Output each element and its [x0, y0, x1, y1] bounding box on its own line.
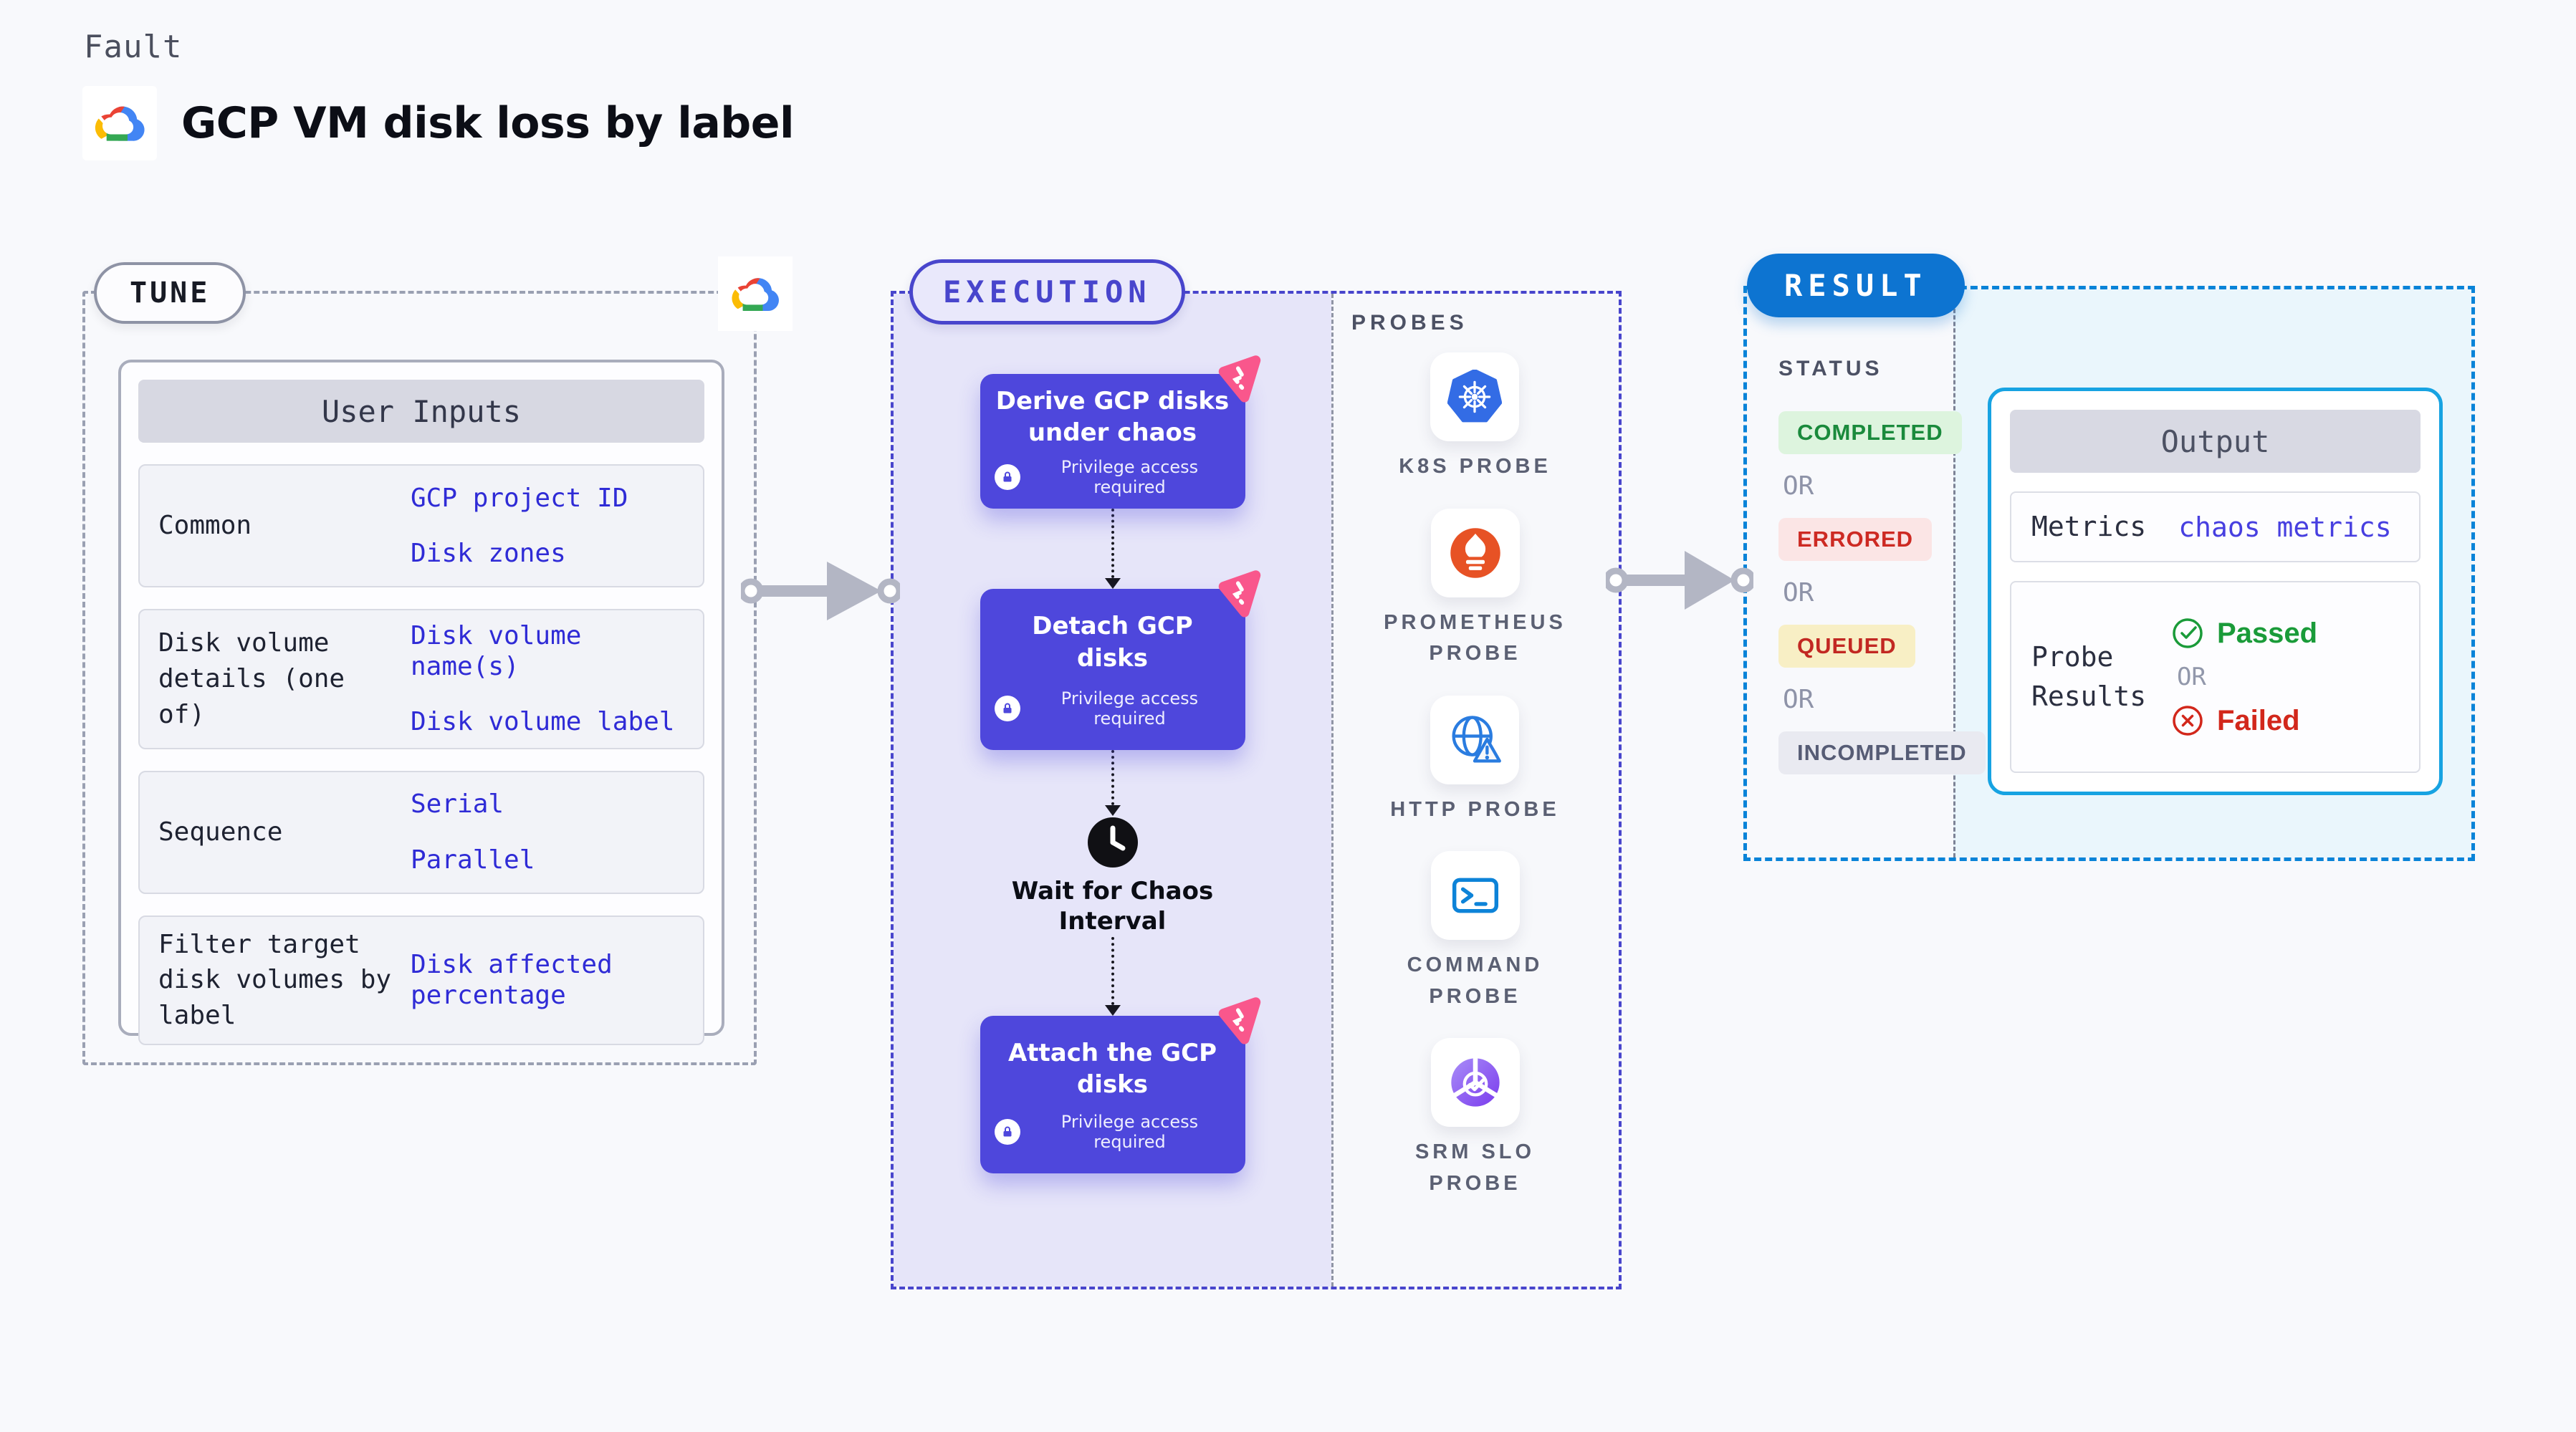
command-terminal-icon [1430, 851, 1520, 940]
user-inputs-header: User Inputs [138, 380, 704, 443]
user-input-row-sequence: Sequence Serial Parallel [138, 770, 704, 894]
probes-column: PROBES [1331, 294, 1619, 1287]
output-header: Output [2010, 410, 2421, 473]
user-input-row-common: Common GCP project ID Disk zones [138, 464, 704, 587]
status-badge-errored: ERRORED [1778, 518, 1933, 561]
privilege-label: Privilege access required [1060, 1112, 1199, 1153]
flow-step-derive-disks: Derive GCP disks under chaos Privilege a… [980, 355, 1260, 509]
status-badge-queued: QUEUED [1778, 625, 1915, 668]
row-label: Sequence [158, 817, 283, 847]
flow-connector [1104, 509, 1121, 590]
clock-icon [1087, 817, 1138, 868]
wait-step: Wait for Chaos Interval [1005, 816, 1220, 937]
or-label: OR [1783, 578, 1814, 607]
flow-step-title: Attach the GCP disks [1007, 1038, 1217, 1099]
probe-item-k8s: K8S PROBE [1399, 352, 1551, 483]
status-badge-completed: COMPLETED [1778, 411, 1962, 454]
chaos-experiment-icon [1214, 996, 1265, 1047]
metrics-value: chaos metrics [2178, 511, 2392, 543]
user-inputs-card: User Inputs Common GCP project ID Disk z… [118, 360, 724, 1045]
status-title: STATUS [1778, 357, 1883, 380]
status-column: STATUS COMPLETED OR ERRORED OR QUEUED OR… [1747, 289, 1986, 774]
failed-line: Failed [2171, 704, 2300, 737]
execution-flow-column: Derive GCP disks under chaos Privilege a… [894, 294, 1331, 1174]
wait-label: Wait for Chaos Interval [1011, 876, 1214, 936]
gcp-cloud-corner-icon [718, 256, 793, 331]
flow-step-title: Detach GCP disks [1032, 612, 1193, 673]
row-value: Disk affected percentage [411, 949, 613, 1011]
failed-label: Failed [2216, 704, 2300, 736]
result-panel: RESULT STATUS COMPLETED OR ERRORED OR QU… [1743, 254, 2475, 861]
gcp-cloud-icon [82, 86, 157, 160]
row-value: Parallel [411, 845, 535, 875]
status-output-divider [1953, 289, 1955, 857]
result-pill: RESULT [1747, 254, 1965, 317]
probe-item-http: HTTP PROBE [1390, 695, 1560, 826]
output-card: Output Metrics chaos metrics Probe Resul… [1988, 388, 2443, 796]
chaos-experiment-icon [1214, 354, 1265, 405]
x-circle-icon [2173, 706, 2203, 736]
check-circle-icon [2173, 618, 2203, 648]
row-label: Disk volume details (one of) [158, 628, 345, 729]
probe-label: K8S PROBE [1399, 455, 1551, 478]
tune-to-execution-arrow [741, 562, 900, 620]
probe-label: PROMETHEUS PROBE [1384, 610, 1566, 665]
metrics-row: Metrics chaos metrics [2010, 491, 2421, 563]
privilege-label: Privilege access required [1060, 688, 1199, 729]
probe-results-label: Probe Results [2031, 641, 2147, 713]
passed-label: Passed [2216, 617, 2318, 649]
row-label: Common [158, 511, 252, 541]
probe-label: SRM SLO PROBE [1414, 1140, 1536, 1195]
lock-icon [994, 695, 1020, 721]
row-value: Disk volume label [411, 707, 675, 737]
flow-connector [1104, 936, 1121, 1016]
probe-label: HTTP PROBE [1390, 797, 1560, 821]
execution-panel: EXECUTION Derive GCP disks under chaos [891, 259, 1622, 1289]
probes-title: PROBES [1351, 311, 1468, 335]
page-title: GCP VM disk loss by label [181, 98, 795, 148]
probe-item-command: COMMAND PROBE [1373, 851, 1577, 1012]
kubernetes-icon [1430, 352, 1520, 441]
row-label: Filter target disk volumes by label [158, 929, 392, 1030]
row-value: Serial [411, 789, 504, 820]
lock-icon [994, 1119, 1020, 1145]
flow-step-attach-disks: Attach the GCP disks Privilege access re… [980, 997, 1260, 1174]
or-label: OR [1783, 685, 1814, 714]
row-value: Disk volume name(s) [411, 621, 582, 682]
prometheus-icon [1430, 508, 1520, 597]
status-badge-incompleted: INCOMPLETED [1778, 731, 1986, 774]
or-label: OR [1783, 471, 1814, 501]
flow-connector [1104, 749, 1121, 816]
tune-panel: TUNE User Inputs Common GCP project ID [82, 256, 793, 1065]
probe-item-prometheus: PROMETHEUS PROBE [1373, 508, 1577, 670]
user-input-row-disk-volume: Disk volume details (one of) Disk volume… [138, 609, 704, 749]
metrics-label: Metrics [2031, 511, 2147, 542]
row-value: Disk zones [411, 539, 566, 568]
or-label: OR [2176, 663, 2206, 692]
probe-results-row: Probe Results Passed OR [2010, 581, 2421, 774]
execution-to-result-arrow [1606, 551, 1753, 610]
http-globe-icon [1430, 695, 1520, 784]
fault-eyebrow: Fault [84, 29, 183, 65]
probe-label: COMMAND PROBE [1407, 953, 1543, 1008]
probe-item-srm-slo: SRM SLO PROBE [1373, 1038, 1577, 1199]
chaos-experiment-icon [1214, 569, 1265, 620]
lock-icon [994, 464, 1020, 491]
privilege-label: Privilege access required [1060, 457, 1199, 498]
tune-pill: TUNE [94, 262, 246, 324]
srm-slo-icon [1430, 1038, 1520, 1127]
row-value: GCP project ID [411, 483, 628, 513]
execution-pill: EXECUTION [909, 259, 1185, 325]
execution-probes-divider [1331, 294, 1334, 1287]
flow-step-title: Derive GCP disks under chaos [995, 387, 1230, 448]
title-row: GCP VM disk loss by label [82, 86, 795, 160]
passed-line: Passed [2171, 617, 2317, 650]
user-input-row-filter: Filter target disk volumes by label Disk… [138, 915, 704, 1045]
flow-step-detach-disks: Detach GCP disks Privilege access requir… [980, 570, 1260, 750]
